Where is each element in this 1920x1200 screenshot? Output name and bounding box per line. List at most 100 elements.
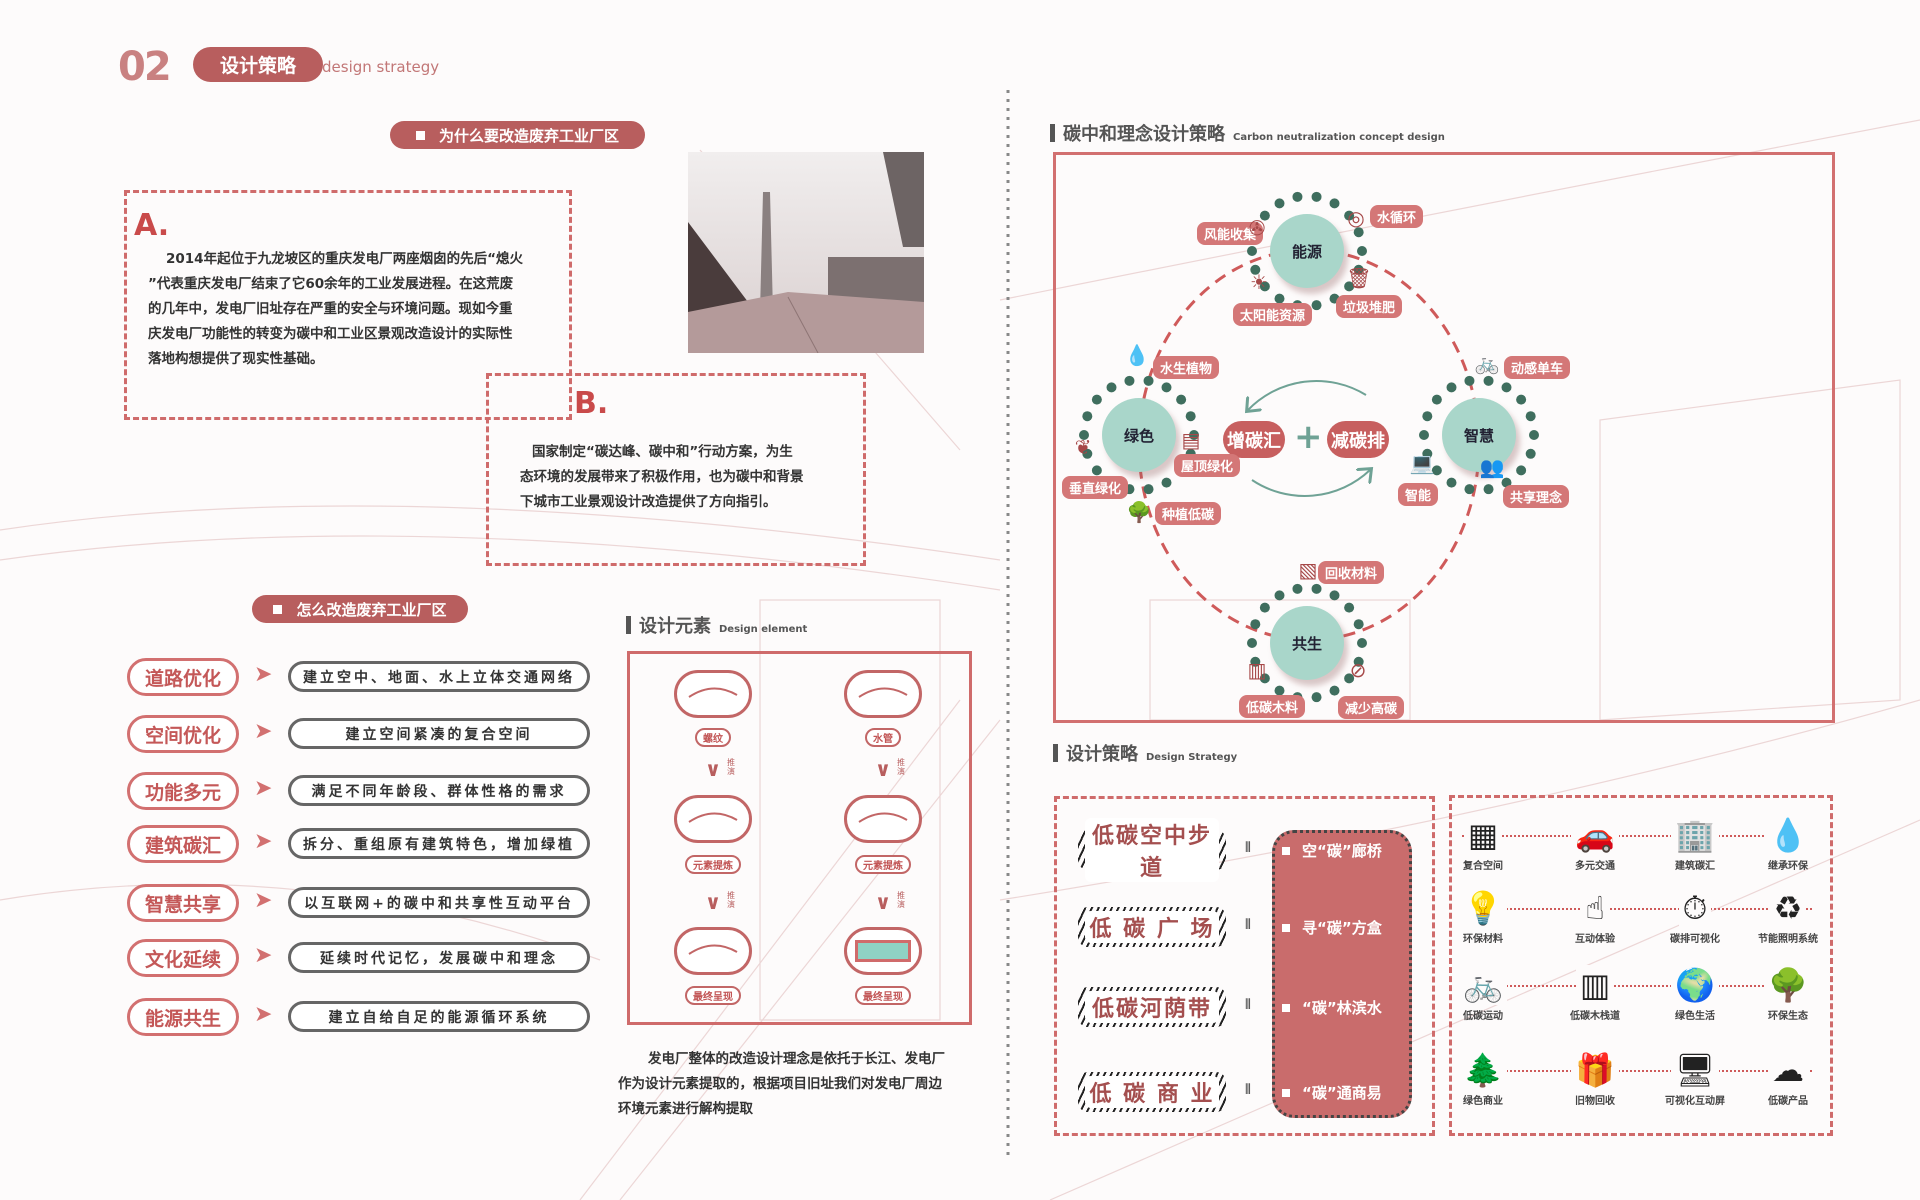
recycled-material-icon: ▧: [1298, 558, 1318, 582]
text-line: 国家制定“碳达峰、碳中和”行动方案，为生: [532, 444, 793, 460]
ring-dot: [1353, 264, 1364, 275]
concept-label: 减少高碳: [1338, 696, 1405, 719]
element-illustration: [844, 795, 922, 843]
feature-item: 🌳环保生态: [1733, 965, 1843, 1022]
concept-box: [1053, 152, 1835, 723]
ring-dot: [1091, 394, 1102, 405]
ring-dot: [1422, 411, 1433, 422]
text-line: 的几年中，发电厂旧址存在严重的安全与环境问题。现如今重: [148, 301, 513, 317]
vertical-green-icon: ❦: [1074, 435, 1092, 459]
feature-item: 🌍绿色生活: [1640, 965, 1750, 1022]
ring-dot: [1259, 602, 1270, 613]
ring-dot: [1516, 465, 1527, 476]
feature-icon: 🎁: [1571, 1050, 1619, 1090]
dotted-connector: [1462, 835, 1812, 837]
feature-icon: 🖥: [1670, 1050, 1720, 1090]
feature-icon: 🌲: [1459, 1050, 1507, 1090]
ring-dot: [1344, 673, 1355, 684]
feature-icon: 💧: [1764, 815, 1812, 855]
text-line: 作为设计元素提取的，根据项目旧址我们对发电厂周边: [618, 1076, 942, 1092]
dotted-connector: [1462, 985, 1812, 987]
ring-dot: [1292, 191, 1303, 202]
deduce-label: 推演: [897, 891, 905, 909]
strategy-item-text: 寻“碳”方盒: [1302, 919, 1382, 937]
bullet-icon: [415, 130, 425, 140]
feature-icon: ☁: [1768, 1050, 1808, 1090]
arrow-icon: ➤: [254, 719, 273, 744]
design-element-heading: 设计元素 Design element: [626, 612, 807, 638]
element-tag: 最终呈现: [855, 986, 911, 1005]
concept-label: 太阳能资源: [1233, 303, 1313, 326]
bullet-icon: [1282, 846, 1290, 855]
core-circle: 能源: [1270, 214, 1344, 288]
ring-dot: [1161, 477, 1172, 488]
text-line: 态环境的发展带来了积极作用，也为碳中和背景: [520, 469, 804, 485]
increase-carbon-sink: 增碳汇: [1223, 421, 1285, 458]
zone-label-text: 低碳空中步道: [1085, 818, 1219, 882]
strategy-item: 寻“碳”方盒: [1282, 917, 1382, 938]
ring-dot: [1079, 430, 1089, 440]
dotted-connector: [1462, 1070, 1812, 1072]
cycle-arrow-top: [1248, 380, 1367, 410]
feature-label: 碳排可视化: [1670, 934, 1720, 945]
ring-dot: [1311, 191, 1322, 202]
concept-label: 风能收集: [1197, 222, 1264, 245]
bullet-icon: [1282, 1088, 1290, 1097]
feature-item: 🚲低碳运动: [1428, 965, 1538, 1022]
concept-label: 共享理念: [1503, 485, 1570, 508]
heading-bar: [1050, 124, 1055, 142]
design-element-box: [627, 651, 972, 1025]
element-tag: 水管: [865, 728, 901, 747]
how-key-pill: 建筑碳汇: [127, 825, 239, 863]
ring-dot: [1525, 448, 1536, 459]
ring-dot: [1353, 227, 1364, 238]
heading-text: 碳中和理念设计策略: [1063, 124, 1225, 145]
feature-label: 节能照明系统: [1758, 934, 1818, 945]
dotted-connector: [1462, 908, 1812, 910]
ring-dot: [1292, 583, 1303, 594]
bullet-icon: [1282, 1003, 1290, 1012]
how-desc-pill: 以互联网+的碳中和共享性互动平台: [288, 887, 590, 918]
element-illustration: [674, 795, 752, 843]
feature-item: ♻节能照明系统: [1733, 888, 1843, 945]
ring-dot: [1529, 430, 1539, 440]
how-key-pill: 道路优化: [127, 658, 239, 696]
box-a: [124, 190, 572, 420]
ring-dot: [1082, 448, 1093, 459]
feature-item: 🏢建筑碳汇: [1640, 815, 1750, 872]
ring-dot: [1259, 210, 1270, 221]
feature-item: ⏱碳排可视化: [1640, 888, 1750, 945]
zone-label: 低 碳 广 场: [1078, 907, 1226, 947]
feature-item: 🌲 绿色商业: [1428, 1050, 1538, 1107]
feature-label: 绿色生活: [1675, 1011, 1715, 1022]
ring-dot: [1516, 394, 1527, 405]
no-high-carbon-icon: ⊘: [1349, 658, 1367, 682]
feature-item: ☝互动体验: [1540, 888, 1650, 945]
feature-item: 💡环保材料: [1428, 888, 1538, 945]
strategy-items-panel: [1272, 830, 1412, 1118]
feature-item: 🚗多元交通: [1540, 815, 1650, 872]
ring-dot: [1464, 375, 1475, 386]
ring-dot: [1311, 692, 1322, 703]
concept-label: 动感单车: [1504, 356, 1571, 379]
compost-bin-icon: 🗑: [1346, 266, 1372, 290]
chevron-down-icon: ∨: [874, 757, 892, 781]
element-tag: 螺纹: [695, 728, 731, 747]
feature-icon: 🚲: [1459, 965, 1507, 1005]
concept-label: 水生植物: [1153, 356, 1220, 379]
feature-icon: ▦: [1463, 815, 1503, 855]
strategy-item: “碳”林滨水: [1282, 997, 1382, 1018]
heading-en: Design element: [719, 624, 808, 635]
feature-item: 🖥可视化互动屏: [1640, 1050, 1750, 1107]
chevron-down-icon: ∨: [704, 757, 722, 781]
ring-dot: [1250, 264, 1261, 275]
zone-label-text: 低 碳 广 场: [1085, 911, 1219, 943]
feature-label: 建筑碳汇: [1675, 861, 1715, 872]
feature-label: 互动体验: [1575, 934, 1615, 945]
ring-dot: [1274, 198, 1285, 209]
feature-label: 绿色商业: [1463, 1096, 1503, 1107]
text-line: 2014年起位于九龙坡区的重庆发电厂两座烟囱的先后“熄火: [166, 251, 523, 267]
element-illustration: [844, 927, 922, 975]
ring-dot: [1446, 382, 1457, 393]
heading-text: 设计元素: [639, 616, 711, 637]
